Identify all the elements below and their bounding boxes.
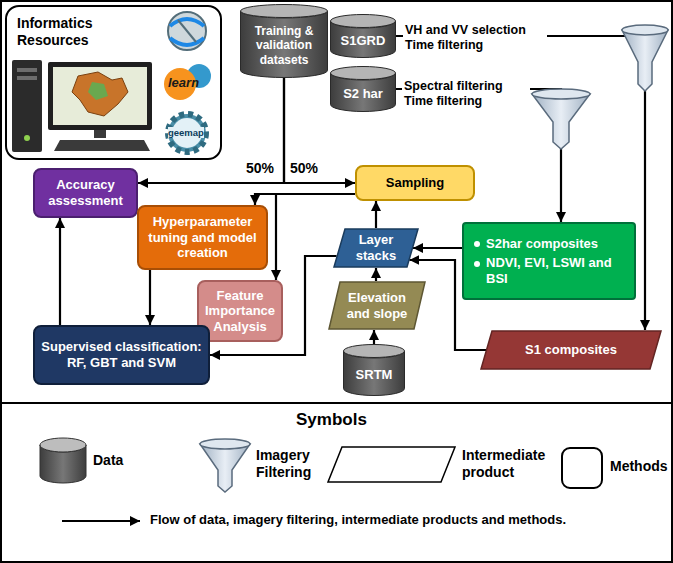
edge-label: 50%	[246, 160, 274, 177]
logo-text: geemap	[168, 127, 204, 138]
method-box: Supervised classification: RF, GBT and S…	[33, 325, 210, 385]
product-parallelogram: Elevation and slope	[328, 281, 426, 330]
sklearn-logo	[164, 64, 211, 100]
earth-engine-logo	[168, 12, 206, 50]
legend-text: Imagery Filtering	[256, 447, 328, 481]
composite-box: S2har compositesNDVI, EVI, LSWI and BSI	[462, 222, 636, 300]
node-text: Elevation and slope	[343, 290, 411, 321]
node-text: SRTM	[356, 367, 393, 383]
legend-title: Symbols	[296, 410, 367, 430]
data-cylinder: S1GRD	[330, 14, 396, 58]
flow-arrow	[373, 330, 375, 344]
imagery-filter-funnel	[622, 25, 668, 91]
legend-parallelogram-sample	[328, 447, 455, 482]
node-text: Layer stacks	[348, 232, 404, 263]
node-text: Supervised classification: RF, GBT and S…	[41, 339, 202, 370]
node-text: Feature Importance Analysis	[205, 288, 275, 335]
computer-icon	[12, 60, 152, 152]
flow-arrow	[255, 194, 355, 205]
legend-funnel-sample	[200, 439, 250, 492]
node-text: NDVI, EVI, LSWI and BSI	[486, 255, 628, 286]
divider-line	[0, 402, 673, 404]
node-text: S2har composites	[486, 236, 598, 252]
node-text: Informatics Resources	[17, 15, 157, 49]
legend-method-sample	[562, 448, 602, 488]
node-text: Sampling	[386, 175, 445, 191]
method-box: Hyperparameter tuning and model creation	[137, 205, 268, 270]
flow-arrow	[375, 268, 377, 281]
product-parallelogram: S1 composites	[480, 330, 662, 370]
legend-text: Flow of data, imagery filtering, interme…	[150, 512, 666, 528]
legend-text: Data	[93, 452, 123, 469]
edge-label: VH and VV selection Time filtering	[403, 23, 547, 53]
flow-arrow	[413, 247, 462, 249]
node-text: Hyperparameter tuning and model creation	[145, 214, 260, 261]
edge-label: 50%	[290, 160, 318, 177]
legend-data-sample	[40, 438, 86, 483]
flow-arrow	[59, 218, 61, 325]
method-box: Sampling	[355, 165, 475, 201]
product-parallelogram: Layer stacks	[333, 228, 419, 268]
data-cylinder: S2 har	[330, 66, 396, 112]
legend-text: Intermediate product	[462, 447, 556, 481]
legend-arrow-sample	[62, 520, 140, 522]
geemap-logo	[168, 114, 206, 152]
node-text: Accuracy assessment	[41, 177, 130, 208]
edge-label: Spectral filtering Time filtering	[402, 79, 530, 109]
flow-arrow	[149, 270, 151, 325]
node-text: S1 composites	[525, 342, 617, 358]
method-box: Accuracy assessment	[33, 168, 138, 218]
node-text: S2 har	[343, 86, 383, 102]
imagery-filter-funnel	[532, 89, 590, 149]
node-text: S1GRD	[341, 33, 386, 49]
data-cylinder: SRTM	[343, 344, 405, 396]
flow-arrow	[375, 201, 377, 228]
node-text: Training & validation datasets	[244, 24, 324, 67]
data-cylinder: Training & validation datasets	[240, 4, 328, 78]
logo-text: learn	[168, 75, 199, 91]
legend-text: Methods	[610, 458, 668, 475]
flow-arrow	[138, 78, 284, 183]
